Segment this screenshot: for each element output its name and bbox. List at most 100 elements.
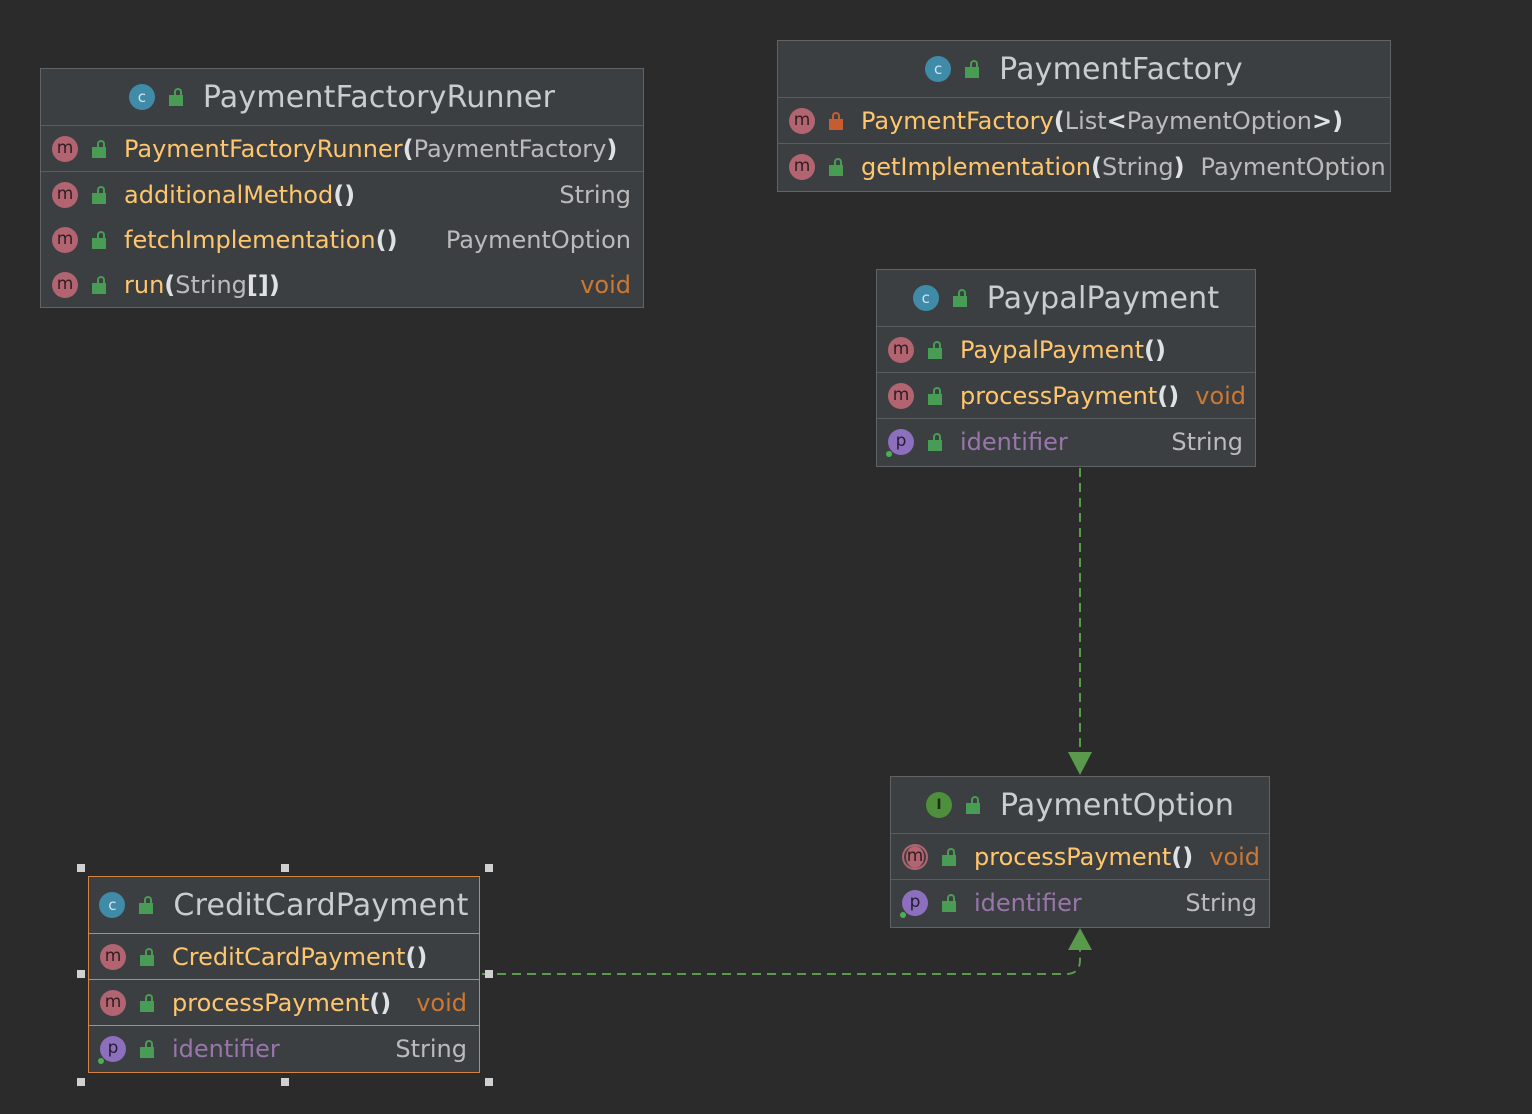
constructors-section: m PaymentFactoryRunner(PaymentFactory) <box>41 126 643 172</box>
edge-credit-implements-option[interactable] <box>482 928 1092 975</box>
method-icon: m <box>888 336 914 363</box>
class-icon: c <box>128 84 155 110</box>
resize-handle-e[interactable] <box>485 970 493 978</box>
constructors-section: m PaymentFactory(List<PaymentOption>) <box>778 98 1390 144</box>
method-icon: m <box>888 382 914 409</box>
public-lock-icon <box>928 340 942 359</box>
method-icon: m <box>789 107 815 134</box>
paren: () <box>405 942 428 971</box>
resize-handle-se[interactable] <box>485 1078 493 1086</box>
public-lock-icon <box>168 88 183 106</box>
method-icon: m <box>789 153 815 180</box>
method-icon: m <box>52 181 78 208</box>
class-icon: c <box>99 892 126 918</box>
class-node-paymentfactory[interactable]: c PaymentFactory m PaymentFactory(List<P… <box>777 40 1391 192</box>
public-lock-icon <box>942 893 956 912</box>
class-node-creditcardpayment[interactable]: c CreditCardPayment m CreditCardPayment(… <box>88 876 480 1073</box>
member-row[interactable]: m processPayment() void <box>877 373 1255 418</box>
paren: ) <box>606 134 618 163</box>
property-icon: p <box>886 428 914 457</box>
constructor-name: CreditCardPayment <box>172 942 406 971</box>
member-row[interactable]: m fetchImplementation() PaymentOption <box>41 217 643 262</box>
paren: ( <box>164 270 176 299</box>
resize-handle-sw[interactable] <box>77 1078 85 1086</box>
member-row[interactable]: m PaymentFactory(List<PaymentOption>) <box>778 98 1390 143</box>
public-lock-icon <box>928 386 942 405</box>
member-row[interactable]: m run(String[]) void <box>41 262 643 307</box>
public-lock-icon <box>139 896 154 914</box>
method-icon: m <box>52 271 78 298</box>
public-lock-icon <box>92 185 106 204</box>
class-title: CreditCardPayment <box>173 887 469 923</box>
member-row[interactable]: m getImplementation(String) PaymentOptio… <box>778 144 1390 189</box>
properties-section: p identifier String <box>89 1026 479 1071</box>
method-name: getImplementation <box>861 152 1091 181</box>
resize-handle-s[interactable] <box>281 1078 289 1086</box>
property-icon: p <box>98 1035 126 1064</box>
param-type: List <box>1064 106 1107 135</box>
arrow-head-icon <box>1068 928 1092 950</box>
paren: []) <box>246 270 280 299</box>
class-node-paypalpayment[interactable]: c PaypalPayment m PaypalPayment() m proc… <box>876 269 1256 467</box>
class-header: I PaymentOption <box>891 777 1269 834</box>
resize-handle-w[interactable] <box>77 970 85 978</box>
abstract-method-icon: m <box>902 843 928 870</box>
arrow-head-icon <box>1068 752 1092 775</box>
paren: >) <box>1311 106 1344 135</box>
method-name: additionalMethod <box>124 180 334 209</box>
class-title: PaymentFactoryRunner <box>202 79 556 115</box>
properties-section: p identifier String <box>891 880 1269 925</box>
member-row[interactable]: p identifier String <box>891 880 1269 925</box>
methods-section: m processPayment() void <box>891 834 1269 880</box>
class-title: PaymentFactory <box>999 51 1243 87</box>
resize-handle-nw[interactable] <box>77 864 85 872</box>
paren: () <box>375 225 398 254</box>
param-type: PaymentOption <box>1126 106 1312 135</box>
public-lock-icon <box>829 157 843 176</box>
paren: ( <box>1090 152 1102 181</box>
paren: < <box>1106 106 1127 135</box>
property-icon: p <box>900 889 928 918</box>
member-row[interactable]: m CreditCardPayment() <box>89 934 479 979</box>
class-header: c PaymentFactory <box>778 41 1390 98</box>
class-icon: c <box>912 285 939 311</box>
member-row[interactable]: m PaymentFactoryRunner(PaymentFactory) <box>41 126 643 171</box>
member-row[interactable]: m processPayment() void <box>89 980 479 1025</box>
member-row[interactable]: m processPayment() void <box>891 834 1269 879</box>
class-node-paymentfactoryrunner[interactable]: c PaymentFactoryRunner m PaymentFactoryR… <box>40 68 644 308</box>
interface-icon: I <box>925 792 952 818</box>
method-icon: m <box>52 226 78 253</box>
edge-paypal-implements-option[interactable] <box>1068 468 1092 775</box>
resize-handle-n[interactable] <box>281 864 289 872</box>
methods-section: m getImplementation(String) PaymentOptio… <box>778 144 1390 189</box>
return-type: PaymentOption <box>1200 152 1386 181</box>
property-type: String <box>1171 427 1243 456</box>
public-lock-icon <box>952 289 967 307</box>
paren: ( <box>402 134 414 163</box>
member-row[interactable]: p identifier String <box>89 1026 479 1071</box>
method-name: fetchImplementation <box>124 225 376 254</box>
method-name: processPayment <box>974 842 1172 871</box>
property-type: String <box>1185 888 1257 917</box>
property-name: identifier <box>172 1034 280 1063</box>
private-lock-icon <box>829 111 843 130</box>
member-row[interactable]: m additionalMethod() String <box>41 172 643 217</box>
interface-node-paymentoption[interactable]: I PaymentOption m processPayment() void … <box>890 776 1270 928</box>
paren: () <box>1143 335 1166 364</box>
member-row[interactable]: p identifier String <box>877 419 1255 464</box>
member-row[interactable]: m PaypalPayment() <box>877 327 1255 372</box>
property-name: identifier <box>974 888 1082 917</box>
method-name: run <box>124 270 165 299</box>
method-icon: m <box>100 989 126 1016</box>
param-type: String <box>1101 152 1174 181</box>
param-type: PaymentFactory <box>413 134 607 163</box>
methods-section: m additionalMethod() String m fetchImple… <box>41 172 643 307</box>
paren: () <box>333 180 356 209</box>
method-icon: m <box>52 135 78 162</box>
resize-handle-ne[interactable] <box>485 864 493 872</box>
public-lock-icon <box>92 230 106 249</box>
constructors-section: m PaypalPayment() <box>877 327 1255 373</box>
return-type: void <box>1209 842 1261 871</box>
return-type: void <box>416 988 467 1017</box>
